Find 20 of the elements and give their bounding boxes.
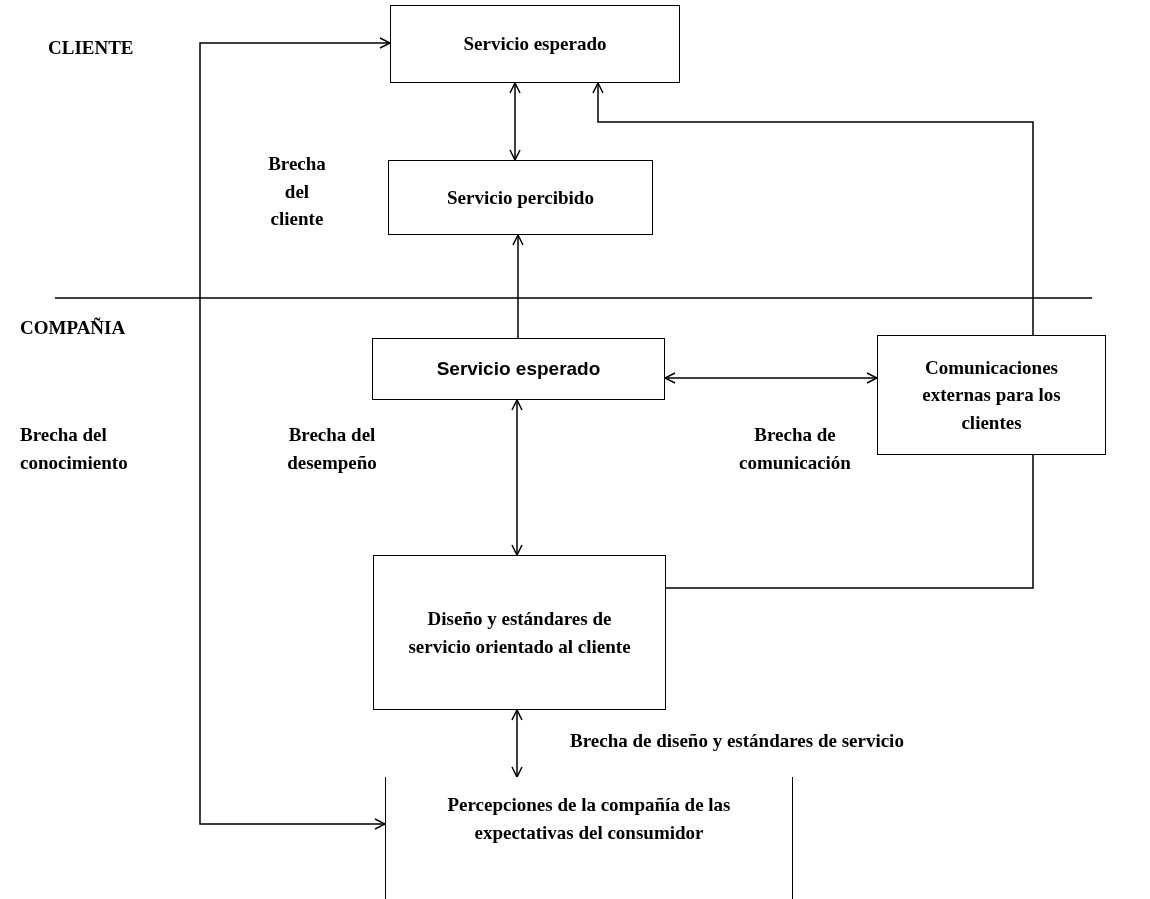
gap-label: CLIENTE [48, 36, 135, 60]
arrow [199, 37, 391, 830]
arrow [512, 234, 524, 339]
arrow [509, 82, 521, 161]
open-sided-box: Percepciones de la compañía de las expectativas del consumidor [385, 777, 793, 899]
gap-label: Brecha del desempeño [286, 423, 378, 475]
arrow [592, 82, 1034, 336]
process-box: Servicio esperado [372, 338, 665, 400]
process-box: Servicio esperado [390, 5, 680, 83]
gap-label: Brecha de comunicación [738, 423, 852, 475]
gap-label: Brecha del conocimiento [20, 423, 129, 475]
gap-label: COMPAÑIA [20, 316, 127, 340]
process-box: Diseño y estándares de servicio orientado al cliente [373, 555, 666, 710]
arrow [511, 709, 523, 778]
process-box: Comunicaciones externas para los clientes [877, 335, 1106, 455]
gap-label: Brecha de diseño y estándares de servicio [570, 729, 905, 753]
process-box: Servicio percibido [388, 160, 653, 235]
gap-label: Brecha del cliente [267, 152, 327, 232]
arrow [511, 399, 523, 556]
arrow [664, 372, 878, 384]
